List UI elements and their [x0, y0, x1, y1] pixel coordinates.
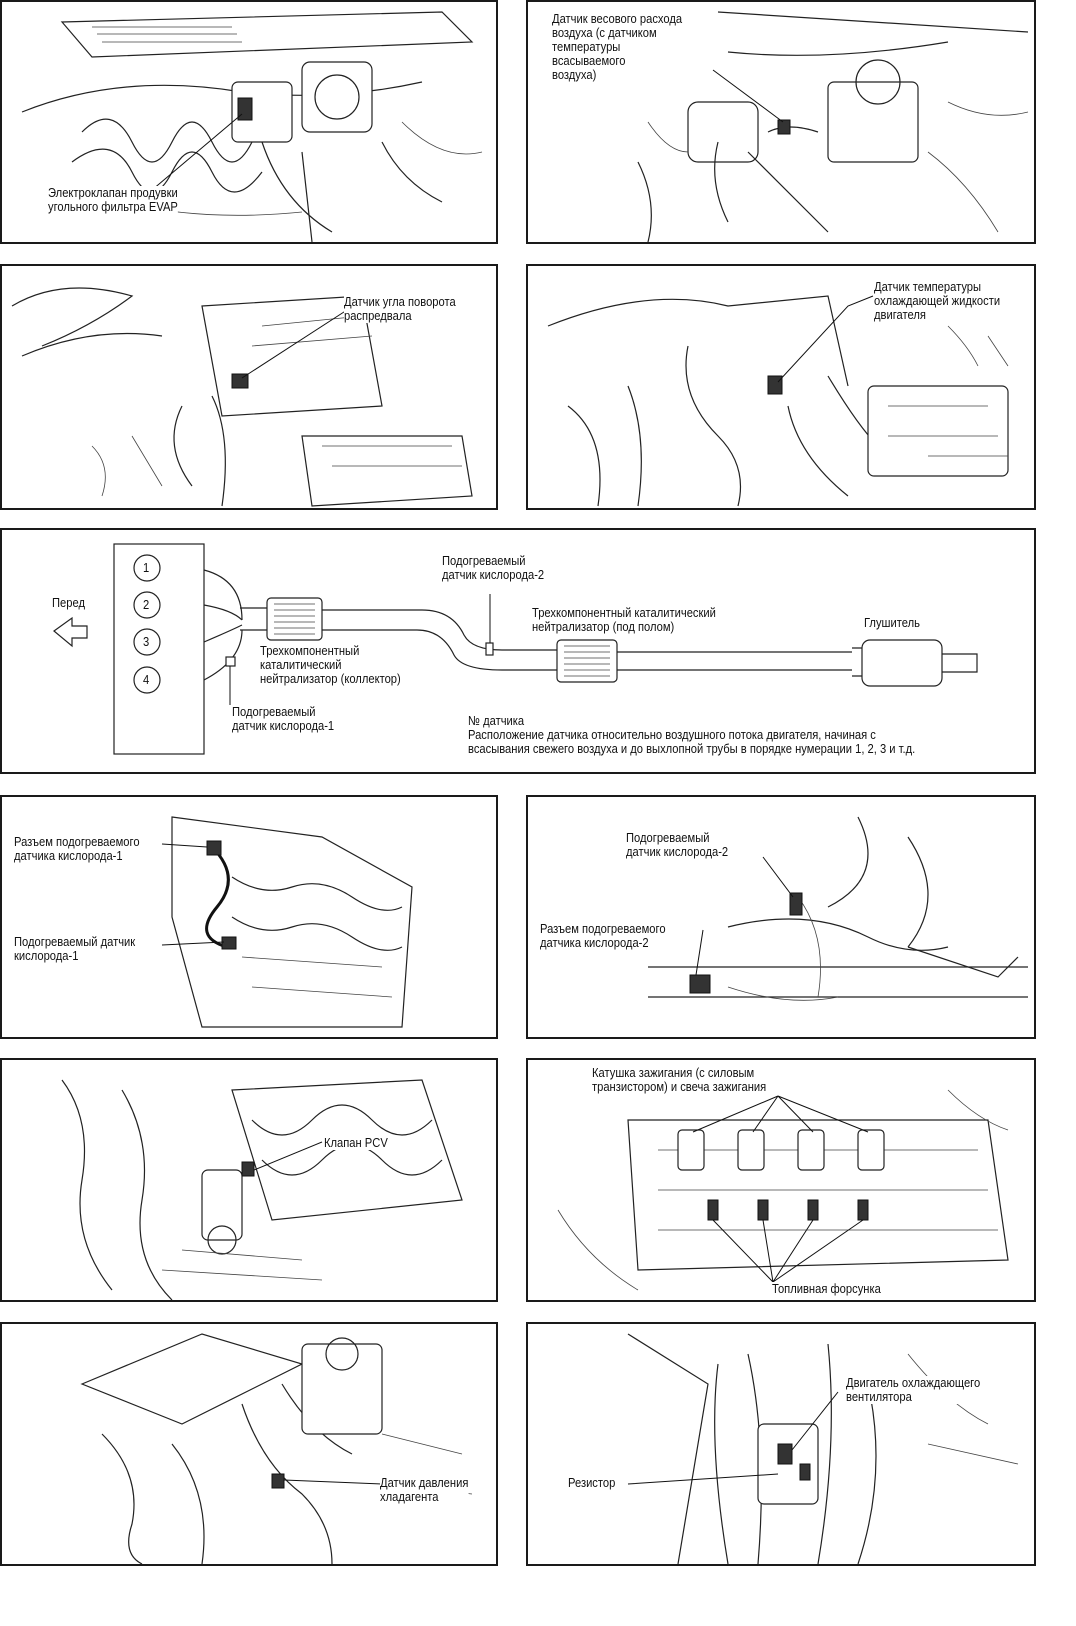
panel-pcv-valve: Клапан PCV [0, 1058, 498, 1302]
cylinder-number-1: 1 [143, 560, 150, 575]
evap-solenoid-label: Электроклапан продувки угольного фильтра… [48, 185, 178, 214]
engine-illustration-refrigerant [80, 1333, 473, 1564]
sensor-number-note-title: № датчика [468, 713, 525, 728]
panel-coolant-temp-sensor: Датчик температуры охлаждающей жидкости … [526, 264, 1036, 510]
panel-exhaust-schematic: 1 2 3 4 Перед Подогреваемый датчик кисло… [0, 528, 1036, 774]
cylinder-4 [133, 666, 161, 694]
cylinder-3 [133, 628, 161, 656]
ignition-coil-label: Катушка зажигания (с силовым транзисторо… [592, 1065, 767, 1094]
o2-sensor-2-label: Подогреваемый датчик кислорода-2 [442, 553, 545, 582]
cylinder-number-2: 2 [143, 597, 150, 612]
cylinder-number-4: 4 [143, 672, 150, 687]
camshaft-sensor-label: Датчик угла поворота распредвала [344, 294, 456, 323]
sensor-number-note-text: Расположение датчика относительно воздуш… [468, 727, 916, 756]
o2-sensor-1-connector-label: Разъем подогреваемого датчика кислорода-… [14, 834, 140, 863]
engine-illustration-o2-1 [161, 816, 413, 1028]
cooling-fan-motor-label: Двигатель охлаждающего вентилятора [846, 1375, 981, 1404]
coolant-temp-sensor-label: Датчик температуры охлаждающей жидкости … [874, 279, 1001, 322]
engine-illustration-fan [627, 1333, 1019, 1564]
cylinder-number-3: 3 [143, 634, 150, 649]
engine-illustration-pcv [61, 1079, 463, 1300]
panel-o2-sensor-1: Разъем подогреваемого датчика кислорода-… [0, 795, 498, 1039]
muffler-label: Глушитель [864, 615, 920, 630]
o2-sensor-2-marker [485, 642, 494, 656]
resistor-label: Резистор [568, 1475, 616, 1490]
front-arrow-icon [53, 616, 88, 648]
underfloor-catalyst [556, 639, 618, 683]
muffler [861, 639, 943, 687]
refrigerant-pressure-sensor-label: Датчик давления хладагента [380, 1475, 469, 1504]
o2-sensor-1-label: Подогреваемый датчик кислорода-1 [232, 704, 335, 733]
panel-camshaft-sensor: Датчик угла поворота распредвала [0, 264, 498, 510]
panel-maf-sensor: Датчик весового расхода воздуха (с датчи… [526, 0, 1036, 244]
o2-sensor-1-marker [225, 656, 236, 667]
cylinder-1 [133, 554, 161, 582]
o2-sensor-2-connector-label: Разъем подогреваемого датчика кислорода-… [540, 921, 666, 950]
panel-o2-sensor-2: Подогреваемый датчик кислорода-2 Разъем … [526, 795, 1036, 1039]
panel-evap-solenoid: Электроклапан продувки угольного фильтра… [0, 0, 498, 244]
o2-sensor-1-panel-label: Подогреваемый датчик кислорода-1 [14, 934, 136, 963]
o2-sensor-2-panel-label: Подогреваемый датчик кислорода-2 [626, 830, 729, 859]
manifold-catalyst-label: Трехкомпонентный каталитический нейтрали… [260, 643, 401, 686]
engine-illustration-coolant [547, 295, 1009, 507]
underbody-illustration-o2-2 [648, 816, 1028, 1001]
maf-sensor-label: Датчик весового расхода воздуха (с датчи… [552, 11, 683, 82]
engine-illustration-camshaft [11, 287, 473, 507]
panel-refrigerant-pressure-sensor: Датчик давления хладагента [0, 1322, 498, 1566]
fuel-injector-label: Топливная форсунка [772, 1281, 881, 1296]
cylinder-2 [133, 591, 161, 619]
exhaust-system-schematic [53, 543, 978, 755]
panel-ignition-coil: Катушка зажигания (с силовым транзисторо… [526, 1058, 1036, 1302]
engine-illustration-maf [637, 11, 1029, 242]
front-label: Перед [52, 595, 85, 610]
panel-cooling-fan: Двигатель охлаждающего вентилятора Резис… [526, 1322, 1036, 1566]
manifold-catalyst [266, 597, 323, 641]
underfloor-catalyst-label: Трехкомпонентный каталитический нейтрали… [532, 605, 716, 634]
pcv-valve-label: Клапан PCV [324, 1135, 388, 1150]
engine-block [113, 543, 205, 755]
engine-illustration-ignition [557, 1089, 1009, 1291]
